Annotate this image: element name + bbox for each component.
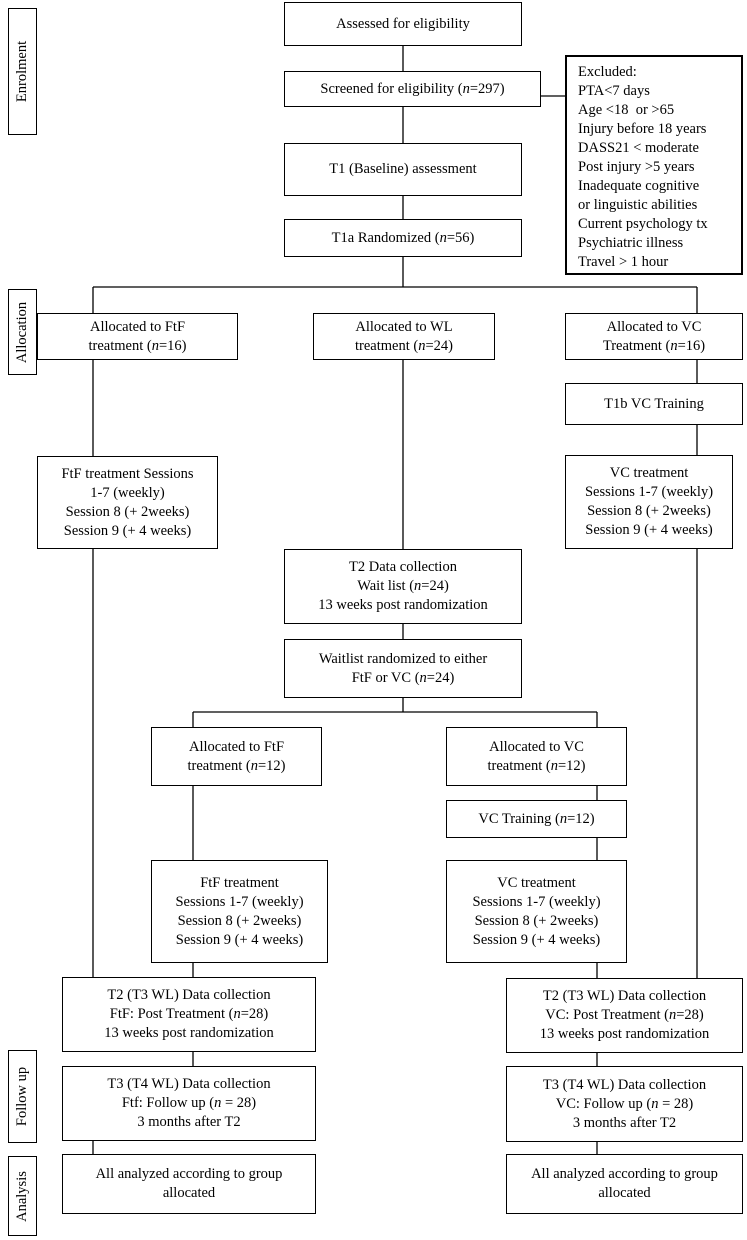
wl-alloc-vc-box: Allocated to VC treatment (n=12) [446, 727, 627, 786]
box-text-line: Injury before 18 years [578, 121, 707, 137]
box-text-line: Session 8 (+ 2weeks) [587, 503, 711, 519]
box-text-line: T2 Data collection [349, 559, 457, 575]
box-text-line: Allocated to FtF [188, 738, 285, 755]
box-text-line: All analyzed according to group [531, 1166, 718, 1182]
box-text-line: Current psychology tx [578, 216, 708, 232]
stage-label-analysis: Analysis [8, 1156, 37, 1236]
ftf-sessions-box: FtF treatment Sessions 1-7 (weekly) Sessio… [37, 456, 218, 549]
box-text-line: Ftf: Follow up (n = 28) [121, 1095, 257, 1111]
box-text-line: Sessions 1-7 (weekly) [584, 484, 714, 500]
box-text-line: Wait list (n=24) [357, 578, 449, 594]
box-text-line: Assessed for eligibility [336, 15, 470, 32]
box-text-line: treatment (n=24) [355, 337, 453, 354]
box-text-line: VC: Follow up (n = 28) [555, 1095, 694, 1112]
box-text-line: Sessions 1-7 (weekly) [175, 893, 304, 910]
wl-alloc-ftf-box: Allocated to FtF treatment (n=12) [151, 727, 322, 786]
box-text-line: allocated [162, 1185, 216, 1201]
alloc-vc-box: Allocated to VC Treatment (n=16) [565, 313, 743, 360]
box-text-line: Post injury >5 years [578, 159, 695, 175]
box-text-line: T2 (T3 WL) Data collection [107, 987, 271, 1003]
t1-baseline-box: T1 (Baseline) assessment [284, 143, 522, 196]
box-text-line: FtF treatment [200, 874, 279, 891]
box-text-line: Treatment (n=16) [602, 337, 706, 354]
box-text-line: Waitlist randomized to either [318, 650, 488, 667]
box-text-line: T3 (T4 WL) Data collection [107, 1076, 271, 1092]
t1a-randomized-box: T1a Randomized (n=56) [284, 219, 522, 257]
box-text-line: 3 months after T2 [572, 1114, 677, 1131]
box-text-line: Session 8 (+ 2weeks) [177, 912, 302, 929]
alloc-ftf-box: Allocated to FtF treatment (n=16) [37, 313, 238, 360]
box-text-line: Session 9 (+ 4 weeks) [175, 931, 304, 948]
box-text-line: Allocated to FtF [89, 318, 186, 335]
box-text-line: 13 weeks post randomization [104, 1025, 274, 1041]
t1b-vc-training-box: T1b VC Training [565, 383, 743, 425]
box-text-line: T1a Randomized (n=56) [331, 229, 475, 246]
box-text-line: or linguistic abilities [578, 197, 698, 213]
box-text-line: T1b VC Training [604, 395, 704, 412]
box-text-line: FtF or VC (n=24) [351, 669, 455, 686]
box-text-line: Session 8 (+ 2weeks) [65, 503, 190, 520]
box-text-line: Screened for eligibility (n=297) [320, 80, 505, 97]
box-text-line: allocated [598, 1185, 651, 1201]
screened-box: Screened for eligibility (n=297) [284, 71, 541, 107]
box-text-line: Session 8 (+ 2weeks) [474, 912, 599, 929]
box-text-line: Excluded: [578, 64, 637, 80]
analysis-vc-box: All analyzed according to group allocated [506, 1154, 743, 1214]
box-text-line: T2 (T3 WL) Data collection [542, 988, 707, 1004]
box-text-line: Allocated to VC [489, 738, 584, 755]
box-text-line: Session 9 (+ 4 weeks) [472, 931, 601, 948]
box-text-line: 1-7 (weekly) [90, 484, 165, 501]
box-text-line: Psychiatric illness [578, 235, 684, 251]
box-text-line: FtF treatment Sessions [61, 465, 194, 482]
alloc-wl-box: Allocated to WL treatment (n=24) [313, 313, 495, 360]
wl-vc-training-box: VC Training (n=12) [446, 800, 627, 838]
box-text-line: FtF: Post Treatment (n=28) [109, 1006, 269, 1022]
box-text-line: Sessions 1-7 (weekly) [472, 893, 601, 910]
box-text-line: VC: Post Treatment (n=28) [545, 1007, 704, 1023]
box-text-line: Inadequate cognitive [578, 178, 700, 194]
stage-label-allocation: Allocation [8, 289, 37, 375]
box-text-line: VC Training (n=12) [478, 810, 595, 827]
box-text-line: treatment (n=16) [88, 337, 187, 354]
box-text-line: DASS21 < moderate [578, 140, 699, 156]
box-text-line: VC treatment [497, 874, 576, 891]
box-text-line: T3 (T4 WL) Data collection [542, 1076, 707, 1093]
box-text-line: T1 (Baseline) assessment [329, 161, 477, 177]
box-text-line: Allocated to VC [606, 318, 702, 335]
box-text-line: Travel > 1 hour [578, 254, 669, 270]
box-text-line: 13 weeks post randomization [318, 597, 488, 613]
box-text-line: treatment (n=12) [487, 757, 586, 774]
stage-label-follow-up: Follow up [8, 1050, 37, 1143]
stage-label-enrolment: Enrolment [8, 8, 37, 135]
box-text-line: PTA<7 days [578, 83, 650, 99]
box-text-line: Age <18 or >65 [578, 102, 675, 118]
box-text-line: VC treatment [609, 465, 689, 481]
box-text-line: treatment (n=12) [187, 757, 286, 774]
box-text-line: 3 months after T2 [137, 1114, 241, 1130]
box-text-line: Session 9 (+ 4 weeks) [585, 522, 713, 538]
box-text-line: Session 9 (+ 4 weeks) [63, 522, 192, 539]
box-text-line: 13 weeks post randomization [539, 1026, 710, 1042]
analysis-ftf-box: All analyzed according to group allocated [62, 1154, 316, 1214]
assessed-box: Assessed for eligibility [284, 2, 522, 46]
box-text-line: Allocated to WL [355, 318, 453, 335]
box-text-line: All analyzed according to group [95, 1166, 283, 1182]
